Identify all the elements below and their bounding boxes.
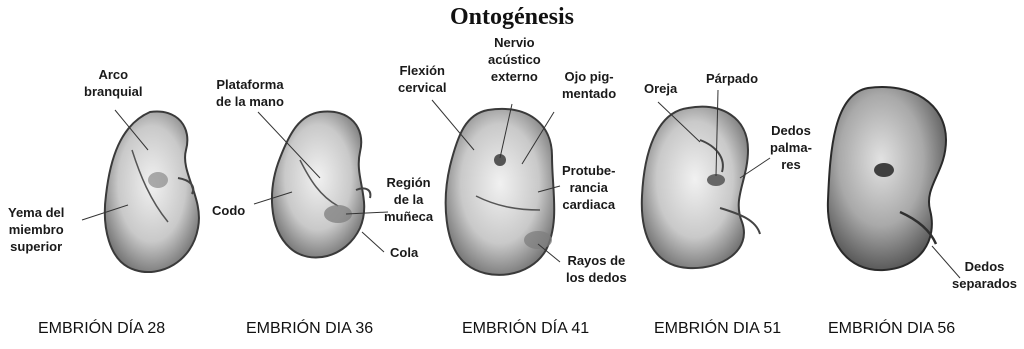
label-nervio-acustico: Nervio acústico externo [488, 34, 541, 85]
embryo-day-56 [828, 87, 946, 270]
label-dedos-palmares: Dedos palma- res [770, 122, 812, 173]
label-ojo-pigmentado: Ojo pig- mentado [562, 68, 616, 102]
caption-embryo-day-41: EMBRIÓN DÍA 41 [462, 320, 589, 338]
label-flexion-cervical: Flexión cervical [398, 62, 446, 96]
label-oreja: Oreja [644, 80, 677, 97]
label-dedos-separados: Dedos separados [952, 258, 1017, 292]
caption-embryo-day-56: EMBRIÓN DIA 56 [828, 320, 955, 338]
embryo-day-36 [272, 111, 370, 257]
label-protuberancia-cardiaca: Protube- rancia cardiaca [562, 162, 615, 213]
embryo-day-51 [642, 107, 760, 268]
caption-embryo-day-28: EMBRIÓN DÍA 28 [38, 320, 165, 338]
diagram-title: Ontogénesis [0, 4, 1024, 31]
caption-embryo-day-51: EMBRIÓN DIA 51 [654, 320, 781, 338]
label-yema-miembro-superior: Yema del miembro superior [8, 204, 64, 255]
label-parpado: Párpado [706, 70, 758, 87]
embryo-day-28 [105, 111, 199, 272]
label-rayos-dedos: Rayos de los dedos [566, 252, 627, 286]
label-region-muneca: Región de la muñeca [384, 174, 433, 225]
label-cola: Cola [390, 244, 418, 261]
label-arco-branquial: Arco branquial [84, 66, 143, 100]
caption-embryo-day-36: EMBRIÓN DIA 36 [246, 320, 373, 338]
label-codo: Codo [212, 202, 245, 219]
label-plataforma-mano: Plataforma de la mano [216, 76, 284, 110]
